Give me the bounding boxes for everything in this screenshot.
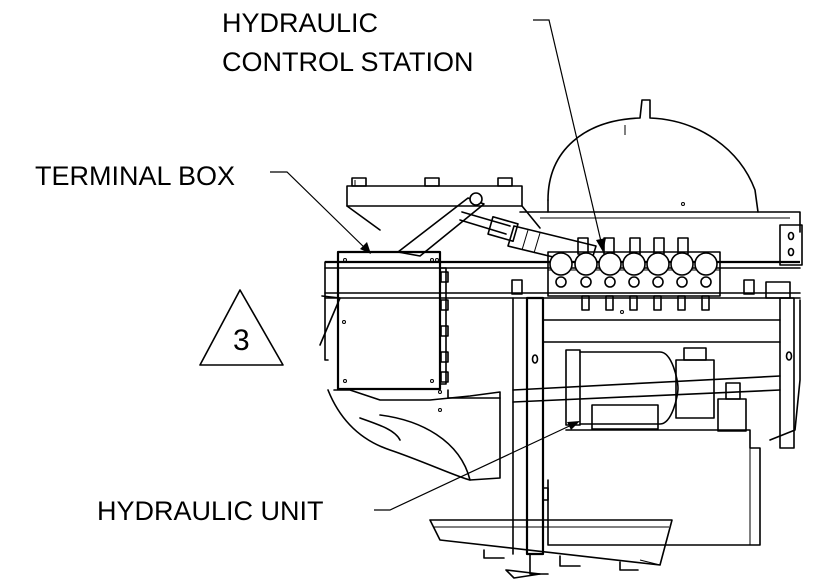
- leader-hydraulic-unit: [374, 421, 579, 511]
- step-marker-number: 3: [233, 324, 250, 357]
- label-hydraulic-control-station-line1: HYDRAULIC: [222, 8, 378, 38]
- step-marker: 3: [199, 289, 284, 366]
- label-hydraulic-control-station-line2: CONTROL STATION: [222, 47, 474, 77]
- label-terminal-box: TERMINAL BOX: [35, 161, 235, 191]
- cylinder-arm: [397, 192, 597, 267]
- motor-housing: [547, 99, 759, 213]
- left-frame: [319, 261, 471, 481]
- right-bracket: [779, 224, 803, 266]
- hydraulic-unit: [542, 347, 761, 546]
- terminal-box: [336, 250, 449, 391]
- lower-left-housing: [333, 389, 501, 481]
- step-marker-triangle: [199, 289, 284, 366]
- control-station-valve-bank: [547, 237, 721, 314]
- leader-lines: [270, 19, 606, 511]
- lower-tray: [429, 519, 673, 579]
- hydraulic-unit-frame: [512, 296, 801, 556]
- leader-control-station: [533, 19, 604, 251]
- upper-frame: [346, 177, 801, 233]
- label-hydraulic-unit: HYDRAULIC UNIT: [97, 496, 324, 526]
- leader-terminal-box: [270, 171, 370, 253]
